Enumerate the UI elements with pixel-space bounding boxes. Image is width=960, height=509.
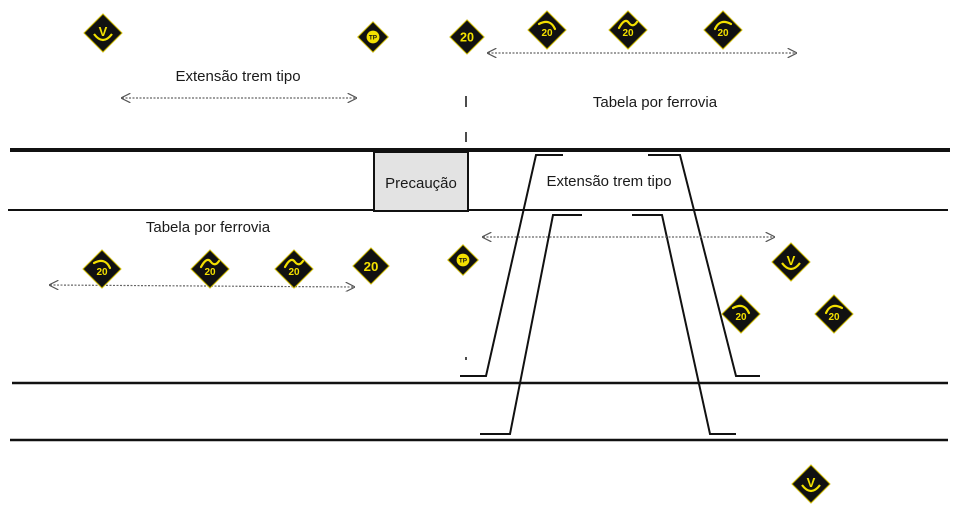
speed-value: 20 xyxy=(717,28,729,39)
crossover-inner xyxy=(480,214,582,435)
v-letter: V xyxy=(787,253,796,268)
speed-reverse-curve-sign-left-1: 20 xyxy=(190,249,230,289)
label-tabela-top: Tabela por ferrovia xyxy=(593,94,718,111)
label-extensao-top: Extensão trem tipo xyxy=(175,68,300,85)
crossover-outer-right xyxy=(648,154,760,377)
tp-sign-middle: TP xyxy=(447,244,479,276)
speed-reverse-curve-sign-top: 20 xyxy=(608,10,648,50)
v-sign-top-left: V xyxy=(83,13,123,53)
speed-curve-right-sign-right: 20 xyxy=(814,294,854,334)
track-lines xyxy=(8,148,950,442)
v-letter: V xyxy=(99,24,108,39)
speed-value: 20 xyxy=(96,267,108,278)
tp-text: TP xyxy=(369,34,378,41)
v-letter: V xyxy=(807,475,816,490)
v-sign-bottom: V xyxy=(791,464,831,504)
speed-value: 20 xyxy=(364,259,379,274)
speed-sign-left: 20 xyxy=(352,247,390,285)
speed-curve-left-sign-right: 20 xyxy=(721,294,761,334)
speed-value: 20 xyxy=(622,28,634,39)
crossover-lines xyxy=(460,154,760,435)
speed-value: 20 xyxy=(541,28,553,39)
speed-curve-left-sign-top: 20 xyxy=(527,10,567,50)
label-extensao-middle: Extensão trem tipo xyxy=(546,173,671,190)
speed-curve-right-sign-top: 20 xyxy=(703,10,743,50)
speed-sign-top: 20 xyxy=(449,19,485,55)
label-tabela-left: Tabela por ferrovia xyxy=(146,219,271,236)
crossover-inner-right xyxy=(632,214,736,435)
speed-value: 20 xyxy=(288,267,300,278)
speed-reverse-curve-sign-left-2: 20 xyxy=(274,249,314,289)
tp-sign-top: TP xyxy=(357,21,389,53)
speed-value: 20 xyxy=(735,312,747,323)
precaucao-box-rect xyxy=(373,151,469,212)
v-sign-right: V xyxy=(771,242,811,282)
speed-curve-left-sign-left: 20 xyxy=(82,249,122,289)
crossover-outer xyxy=(460,154,563,377)
speed-value: 20 xyxy=(460,31,474,45)
precaucao-box: Precaução xyxy=(373,151,469,212)
speed-value: 20 xyxy=(828,312,840,323)
arrow-tabela-left xyxy=(50,285,354,287)
precaucao-label: Precaução xyxy=(385,175,457,192)
speed-value: 20 xyxy=(204,267,216,278)
tp-text: TP xyxy=(459,257,468,264)
